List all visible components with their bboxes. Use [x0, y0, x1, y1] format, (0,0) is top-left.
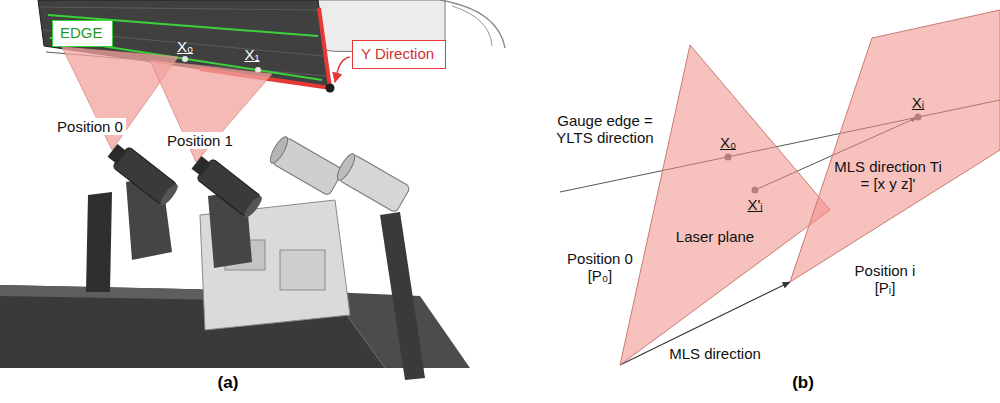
measure-point — [182, 56, 188, 62]
plane-shape — [790, 10, 1000, 282]
laser-plane: XᵢMLS direction Ti = [x y z]' — [790, 10, 1000, 282]
position-label: Position i [Pᵢ] — [847, 262, 923, 296]
point-label: Xᵢ — [898, 94, 938, 111]
laser-beam — [150, 60, 272, 162]
camera — [104, 140, 180, 207]
camera — [188, 152, 264, 219]
camera-lens — [267, 135, 291, 166]
camera-cap — [158, 182, 180, 207]
camera-cap — [242, 194, 264, 219]
callout-arrow — [335, 57, 350, 82]
direction-callout-box: Y Direction — [352, 40, 446, 69]
support-arm — [86, 192, 112, 292]
direction-label: MLS direction Ti = [x y z]' — [832, 158, 944, 192]
laser-plane: X₀ X'ᵢLaser plane — [620, 45, 830, 365]
callout-text: Y Direction — [361, 45, 437, 62]
plate-groove — [40, 7, 318, 10]
position-label: Position 1 — [164, 132, 236, 149]
corner-point — [326, 84, 335, 93]
point-label: X₀ — [177, 38, 193, 55]
position-label: Position 0 [P₀] — [562, 250, 638, 284]
edge-label: MLS direction — [667, 345, 763, 362]
edge-callout-box: EDGE — [52, 20, 113, 47]
camera-lens — [334, 152, 358, 183]
laser-plane-outline — [620, 45, 830, 365]
plane-label: Laser plane — [665, 228, 765, 245]
support-arm — [380, 212, 425, 380]
axis-label: Gauge edge = YLTS direction — [553, 112, 657, 146]
position-label: Position 0 — [54, 118, 126, 135]
machine-head-outline — [452, 6, 492, 46]
camera — [267, 135, 343, 196]
callout-text: EDGE — [60, 24, 105, 41]
plane-shape — [620, 45, 830, 365]
point-label: X'ᵢ — [735, 196, 775, 213]
camera — [334, 152, 410, 213]
machine-head-outline — [440, 0, 505, 48]
point-label: X₀ — [708, 134, 748, 151]
sensor-block-part — [280, 250, 325, 290]
laser-plane-outline — [790, 10, 1000, 282]
point-label: X₁ — [244, 46, 259, 63]
camera-lens — [108, 144, 127, 164]
panel-label: (b) — [792, 374, 814, 391]
camera-lens — [192, 156, 211, 176]
panel-label: (a) — [218, 374, 239, 391]
